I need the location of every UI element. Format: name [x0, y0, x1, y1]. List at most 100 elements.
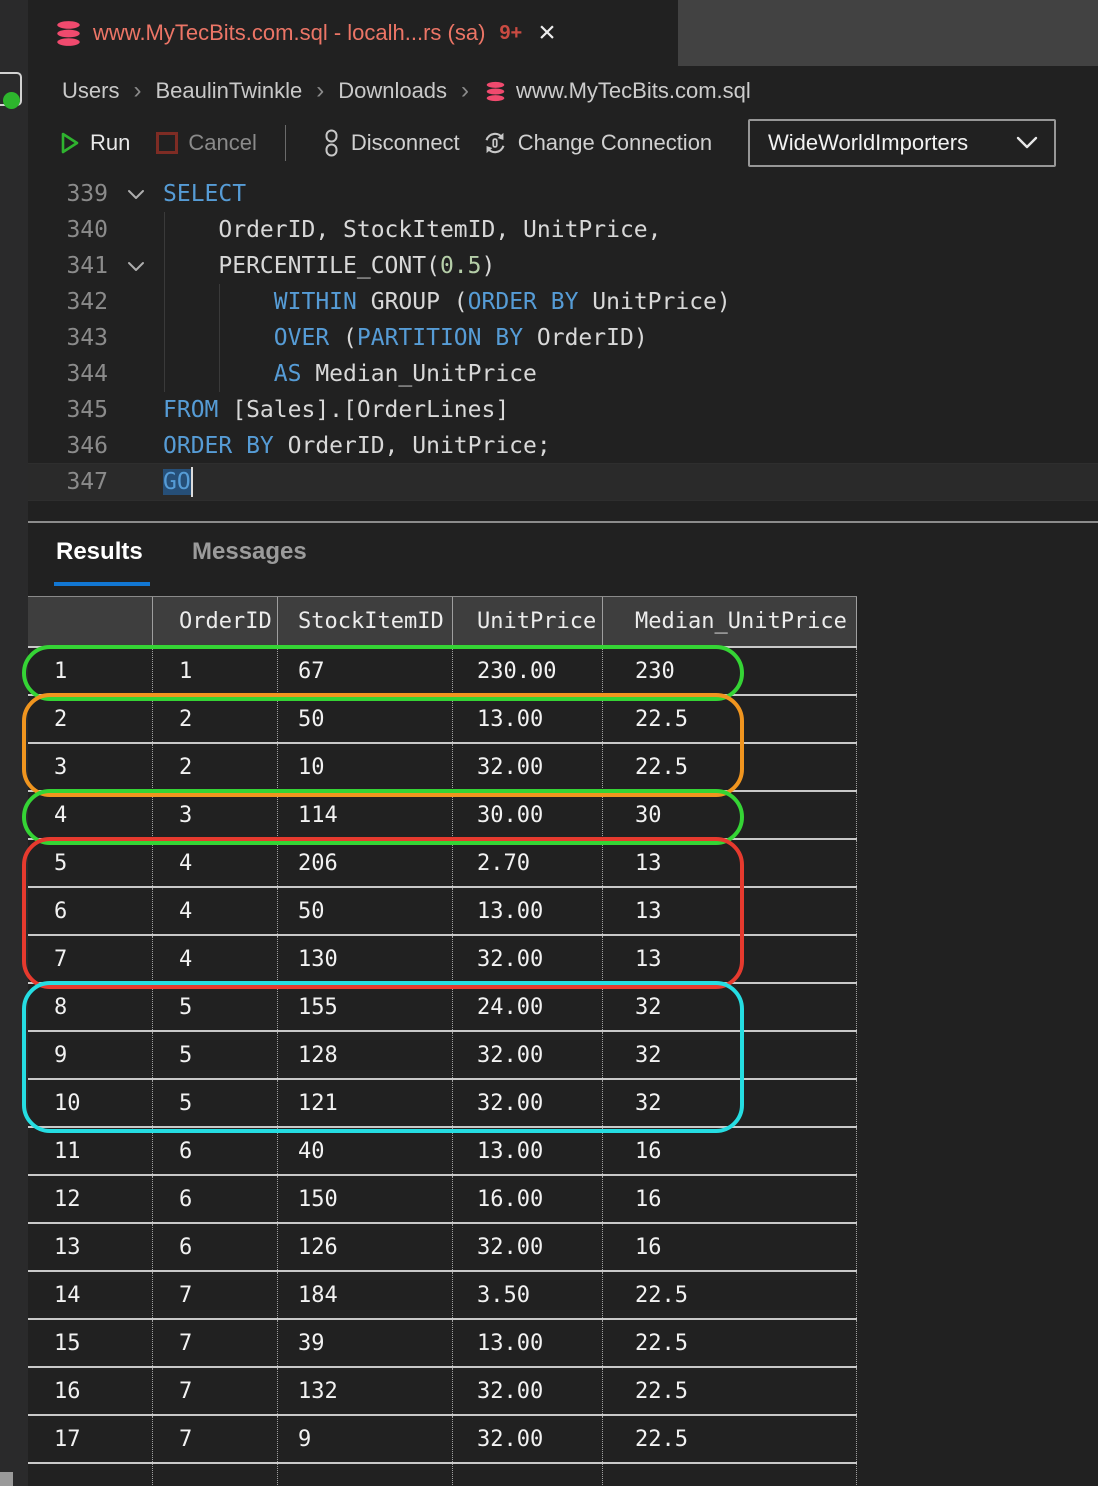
run-button[interactable]: Run	[60, 130, 130, 156]
grid-cell[interactable]: 67	[278, 648, 453, 694]
grid-cell[interactable]: 32.00	[453, 744, 603, 790]
code-line[interactable]: 342 WITHIN GROUP (ORDER BY UnitPrice)	[28, 284, 1098, 320]
grid-cell[interactable]: 2	[153, 744, 278, 790]
row-number-cell[interactable]: 5	[28, 840, 153, 886]
row-number-cell[interactable]: 16	[28, 1368, 153, 1414]
code-line[interactable]: 347 GO	[28, 464, 1098, 500]
database-dropdown[interactable]: WideWorldImporters	[748, 119, 1056, 167]
grid-cell[interactable]: 2.70	[453, 840, 603, 886]
grid-cell[interactable]: 32	[603, 984, 857, 1030]
grid-cell[interactable]: 13	[603, 936, 857, 982]
column-header[interactable]: OrderID	[153, 597, 278, 646]
row-number-cell[interactable]: 13	[28, 1224, 153, 1270]
grid-cell[interactable]: 230.00	[453, 648, 603, 694]
grid-cell[interactable]: 6	[153, 1176, 278, 1222]
grid-cell[interactable]: 130	[278, 936, 453, 982]
grid-cell[interactable]: 40	[278, 1128, 453, 1174]
grid-cell[interactable]: 32.00	[453, 1416, 603, 1462]
grid-cell[interactable]: 1	[153, 648, 278, 694]
row-number-cell[interactable]: 1	[28, 648, 153, 694]
grid-cell[interactable]: 30	[603, 792, 857, 838]
grid-cell[interactable]: 7	[153, 1416, 278, 1462]
disconnect-button[interactable]: Disconnect	[322, 129, 460, 157]
row-number-cell[interactable]: 4	[28, 792, 153, 838]
breadcrumb-file[interactable]: www.MyTecBits.com.sql	[516, 78, 751, 103]
grid-cell[interactable]: 39	[278, 1320, 453, 1366]
row-number-cell[interactable]: 6	[28, 888, 153, 934]
tab-results[interactable]: Results	[56, 538, 143, 565]
grid-cell[interactable]: 114	[278, 792, 453, 838]
grid-cell[interactable]: 22.5	[603, 1416, 857, 1462]
close-icon[interactable]: ×	[538, 16, 556, 49]
row-number-cell[interactable]: 12	[28, 1176, 153, 1222]
breadcrumb-item[interactable]: Downloads	[338, 78, 448, 103]
grid-cell[interactable]: 7	[153, 1272, 278, 1318]
grid-cell[interactable]: 6	[153, 1128, 278, 1174]
row-number-cell[interactable]: 9	[28, 1032, 153, 1078]
grid-cell[interactable]: 32.00	[453, 936, 603, 982]
grid-cell[interactable]: 132	[278, 1368, 453, 1414]
grid-cell[interactable]: 16	[603, 1176, 857, 1222]
grid-cell[interactable]: 22.5	[603, 744, 857, 790]
breadcrumb-item[interactable]: BeaulinTwinkle	[155, 78, 303, 103]
grid-cell[interactable]: 13.00	[453, 696, 603, 742]
grid-cell[interactable]: 10	[278, 744, 453, 790]
fold-chevron-icon[interactable]	[108, 181, 163, 207]
row-number-cell[interactable]: 2	[28, 696, 153, 742]
grid-cell[interactable]: 13.00	[453, 1128, 603, 1174]
grid-cell[interactable]: 126	[278, 1224, 453, 1270]
grid-cell[interactable]: 22.5	[603, 1272, 857, 1318]
row-number-cell[interactable]: 3	[28, 744, 153, 790]
grid-cell[interactable]: 22.5	[603, 696, 857, 742]
grid-cell[interactable]: 32.00	[453, 1224, 603, 1270]
grid-cell[interactable]: 5	[153, 1032, 278, 1078]
scrollbar-stub[interactable]	[0, 1472, 13, 1486]
grid-cell[interactable]: 22.5	[603, 1320, 857, 1366]
grid-cell[interactable]: 30.00	[453, 792, 603, 838]
grid-cell[interactable]: 155	[278, 984, 453, 1030]
grid-cell[interactable]: 32.00	[453, 1080, 603, 1126]
code-line[interactable]: 345 FROM [Sales].[OrderLines]	[28, 392, 1098, 428]
code-line[interactable]: 343 OVER (PARTITION BY OrderID)	[28, 320, 1098, 356]
code-line[interactable]: 346 ORDER BY OrderID, UnitPrice;	[28, 428, 1098, 464]
grid-cell[interactable]: 184	[278, 1272, 453, 1318]
row-number-cell[interactable]: 17	[28, 1416, 153, 1462]
grid-cell[interactable]: 13	[603, 840, 857, 886]
column-header[interactable]: Median_UnitPrice	[603, 597, 857, 646]
change-connection-button[interactable]: Change Connection	[482, 130, 712, 156]
grid-cell[interactable]: 5	[153, 984, 278, 1030]
row-number-cell[interactable]: 8	[28, 984, 153, 1030]
breadcrumb-item[interactable]: Users	[62, 78, 120, 103]
grid-cell[interactable]: 50	[278, 888, 453, 934]
grid-cell[interactable]: 50	[278, 696, 453, 742]
code-line[interactable]: 341 PERCENTILE_CONT(0.5)	[28, 248, 1098, 284]
grid-cell[interactable]: 6	[153, 1224, 278, 1270]
grid-cell[interactable]: 4	[153, 888, 278, 934]
code-line[interactable]: 344 AS Median_UnitPrice	[28, 356, 1098, 392]
row-number-cell[interactable]: 11	[28, 1128, 153, 1174]
code-line[interactable]: 339 SELECT	[28, 176, 1098, 212]
grid-cell[interactable]: 32	[603, 1032, 857, 1078]
grid-cell[interactable]: 128	[278, 1032, 453, 1078]
grid-cell[interactable]: 2	[153, 696, 278, 742]
grid-cell[interactable]: 16.00	[453, 1176, 603, 1222]
grid-cell[interactable]: 7	[153, 1320, 278, 1366]
grid-cell[interactable]: 32	[603, 1080, 857, 1126]
grid-cell[interactable]: 4	[153, 840, 278, 886]
grid-cell[interactable]: 13.00	[453, 888, 603, 934]
fold-chevron-icon[interactable]	[108, 253, 163, 279]
grid-cell[interactable]: 3.50	[453, 1272, 603, 1318]
